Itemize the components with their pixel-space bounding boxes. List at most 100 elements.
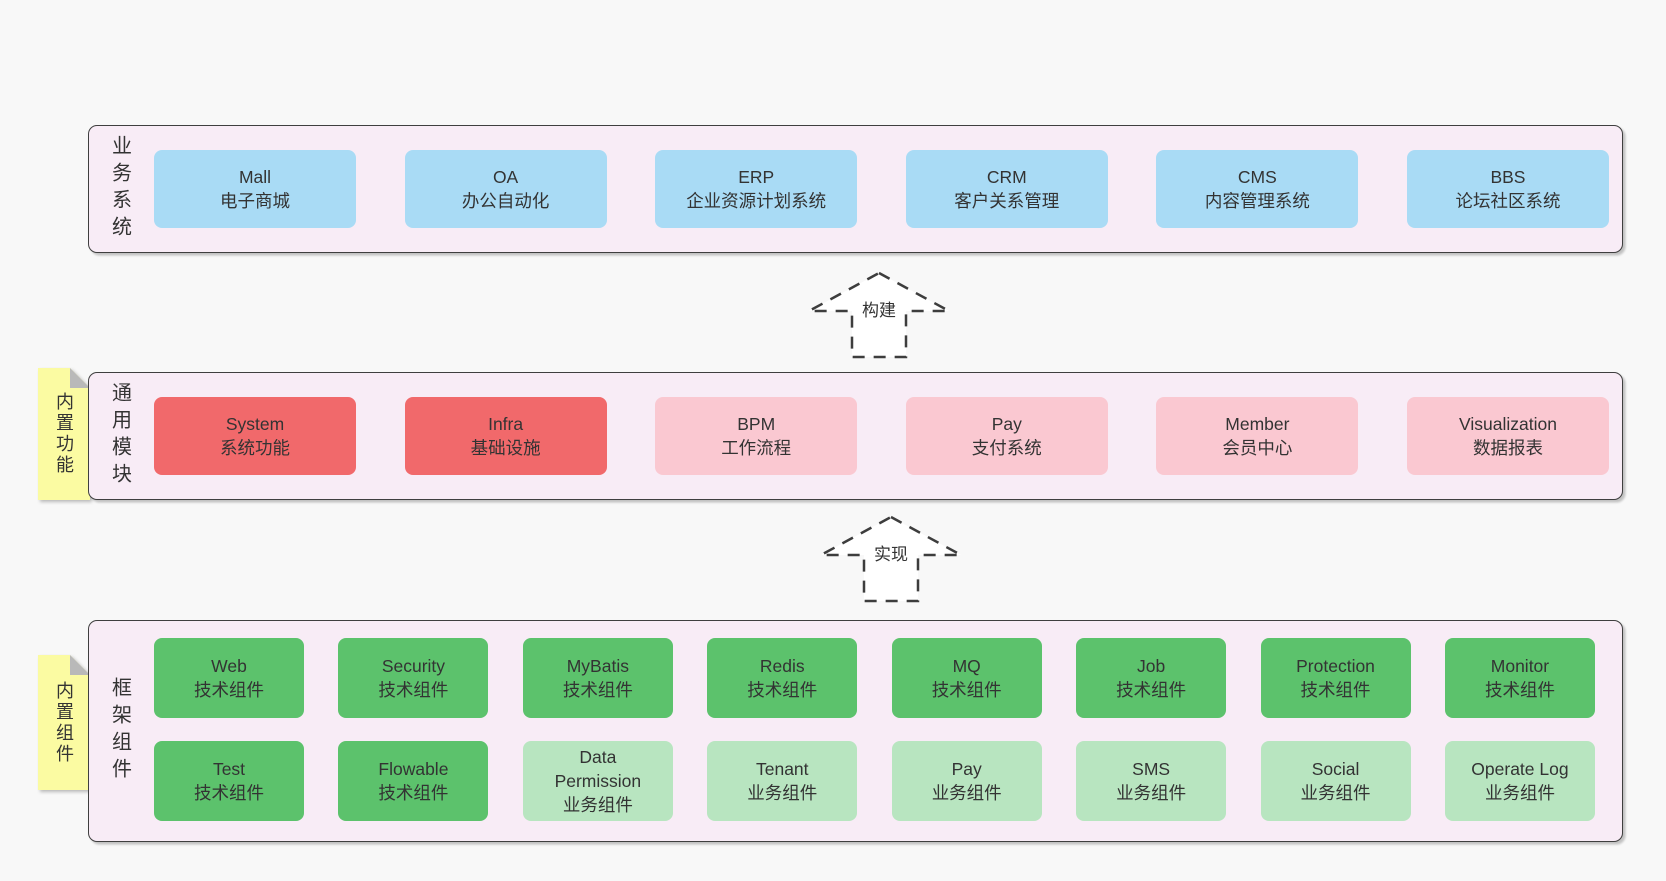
box-title: Social — [1311, 758, 1360, 779]
box-data-permission: Data Permission 业务组件 — [522, 741, 673, 821]
box-title: ERP — [738, 166, 775, 187]
box-title: CRM — [986, 166, 1027, 187]
box-title: Protection — [1296, 655, 1375, 676]
box-subtitle: 业务组件 — [1300, 783, 1371, 803]
arrow-label: 实现 — [871, 540, 911, 565]
box-subtitle: 工作流程 — [721, 438, 792, 458]
components-row-1: Web 技术组件 Security 技术组件 MyBatis 技术组件 Redi… — [154, 638, 1595, 718]
box-system: System 系统功能 — [154, 397, 356, 475]
box-subtitle: 业务组件 — [1116, 783, 1187, 803]
box-subtitle: 论坛社区系统 — [1455, 191, 1561, 211]
box-title: CMS — [1237, 166, 1277, 187]
box-bpm: BPM 工作流程 — [655, 397, 858, 475]
box-subtitle: 会员中心 — [1222, 438, 1293, 458]
band-label: 通用模块 — [108, 382, 131, 490]
box-security: Security 技术组件 — [338, 638, 489, 718]
box-title: BBS — [1490, 166, 1526, 187]
box-mall: Mall 电子商城 — [154, 150, 356, 228]
band-label: 业务系统 — [108, 135, 131, 243]
box-title: Infra — [488, 413, 524, 434]
box-pay-component: Pay 业务组件 — [891, 741, 1042, 821]
box-subtitle: 内容管理系统 — [1204, 191, 1310, 211]
box-subtitle: 系统功能 — [220, 438, 290, 458]
box-subtitle: 业务组件 — [1484, 783, 1555, 803]
box-protection: Protection 技术组件 — [1260, 638, 1411, 718]
box-title: Redis — [759, 655, 805, 676]
note-fold-corner — [70, 655, 90, 675]
box-subtitle: 支付系统 — [971, 438, 1042, 458]
band-framework-components: 框架组件 Web 技术组件 Security 技术组件 MyBatis 技术组件… — [88, 620, 1623, 842]
box-title: Pay — [951, 758, 982, 779]
box-title: Test — [212, 758, 246, 779]
box-infra: Infra 基础设施 — [404, 397, 607, 475]
box-crm: CRM 客户关系管理 — [905, 150, 1108, 228]
box-subtitle: 技术组件 — [1116, 680, 1187, 700]
box-mq: MQ 技术组件 — [891, 638, 1042, 718]
box-operate-log: Operate Log 业务组件 — [1444, 741, 1595, 821]
box-subtitle: 技术组件 — [378, 783, 449, 803]
box-title: System — [225, 413, 285, 434]
band-common-modules: 通用模块 System 系统功能 Infra 基础设施 BPM 工作流程 Pay… — [88, 372, 1623, 500]
box-test: Test 技术组件 — [154, 741, 304, 821]
box-title: Pay — [991, 413, 1022, 434]
box-title: Data Permission — [554, 746, 642, 791]
box-flowable: Flowable 技术组件 — [338, 741, 489, 821]
box-subtitle: 数据报表 — [1472, 438, 1543, 458]
components-grid: Web 技术组件 Security 技术组件 MyBatis 技术组件 Redi… — [154, 638, 1595, 821]
box-redis: Redis 技术组件 — [707, 638, 858, 718]
box-title: Tenant — [755, 758, 809, 779]
box-subtitle: 企业资源计划系统 — [686, 191, 827, 211]
box-subtitle: 客户关系管理 — [954, 191, 1060, 211]
components-row-2: Test 技术组件 Flowable 技术组件 Data Permission … — [154, 741, 1595, 821]
sticky-note-label: 内置功能 — [38, 368, 90, 500]
box-title: Mall — [238, 166, 272, 187]
band-business-systems: 业务系统 Mall 电子商城 OA 办公自动化 ERP 企业资源计划系统 CRM… — [88, 125, 1623, 253]
band-label: 框架组件 — [108, 677, 131, 785]
sticky-note-built-in-functions: 内置功能 — [38, 368, 90, 500]
box-title: Visualization — [1459, 413, 1557, 434]
up-arrow-implement: 实现 — [818, 514, 964, 604]
box-visualization: Visualization 数据报表 — [1406, 397, 1609, 475]
band-row: Mall 电子商城 OA 办公自动化 ERP 企业资源计划系统 CRM 客户关系… — [154, 126, 1609, 252]
box-title: MQ — [952, 655, 981, 676]
box-title: Monitor — [1490, 655, 1550, 676]
up-arrow-build: 构建 — [806, 270, 952, 360]
box-title: OA — [492, 166, 519, 187]
sticky-note-label: 内置组件 — [38, 655, 90, 790]
box-subtitle: 技术组件 — [747, 680, 818, 700]
box-subtitle: 技术组件 — [194, 680, 264, 700]
box-title: Security — [381, 655, 446, 676]
box-social: Social 业务组件 — [1260, 741, 1411, 821]
box-bbs: BBS 论坛社区系统 — [1406, 150, 1609, 228]
box-subtitle: 技术组件 — [194, 783, 264, 803]
box-mybatis: MyBatis 技术组件 — [522, 638, 673, 718]
box-tenant: Tenant 业务组件 — [707, 741, 858, 821]
box-subtitle: 电子商城 — [220, 191, 290, 211]
band-row: System 系统功能 Infra 基础设施 BPM 工作流程 Pay 支付系统… — [154, 373, 1609, 499]
box-title: MyBatis — [566, 655, 629, 676]
box-title: Job — [1137, 655, 1166, 676]
note-fold-corner — [70, 368, 90, 388]
box-title: BPM — [737, 413, 776, 434]
box-web: Web 技术组件 — [154, 638, 304, 718]
box-member: Member 会员中心 — [1156, 397, 1359, 475]
box-monitor: Monitor 技术组件 — [1444, 638, 1595, 718]
box-subtitle: 业务组件 — [931, 783, 1002, 803]
box-title: Operate Log — [1471, 758, 1569, 779]
box-title: Flowable — [378, 758, 449, 779]
box-subtitle: 技术组件 — [931, 680, 1002, 700]
box-pay-module: Pay 支付系统 — [905, 397, 1108, 475]
box-sms: SMS 业务组件 — [1076, 741, 1227, 821]
box-title: Member — [1225, 413, 1290, 434]
box-oa: OA 办公自动化 — [404, 150, 607, 228]
box-subtitle: 办公自动化 — [461, 191, 550, 211]
box-subtitle: 业务组件 — [747, 783, 818, 803]
box-subtitle: 技术组件 — [378, 680, 449, 700]
box-job: Job 技术组件 — [1076, 638, 1227, 718]
box-cms: CMS 内容管理系统 — [1156, 150, 1359, 228]
box-subtitle: 技术组件 — [1300, 680, 1371, 700]
box-subtitle: 基础设施 — [470, 438, 541, 458]
sticky-note-built-in-components: 内置组件 — [38, 655, 90, 790]
box-subtitle: 业务组件 — [562, 795, 633, 816]
